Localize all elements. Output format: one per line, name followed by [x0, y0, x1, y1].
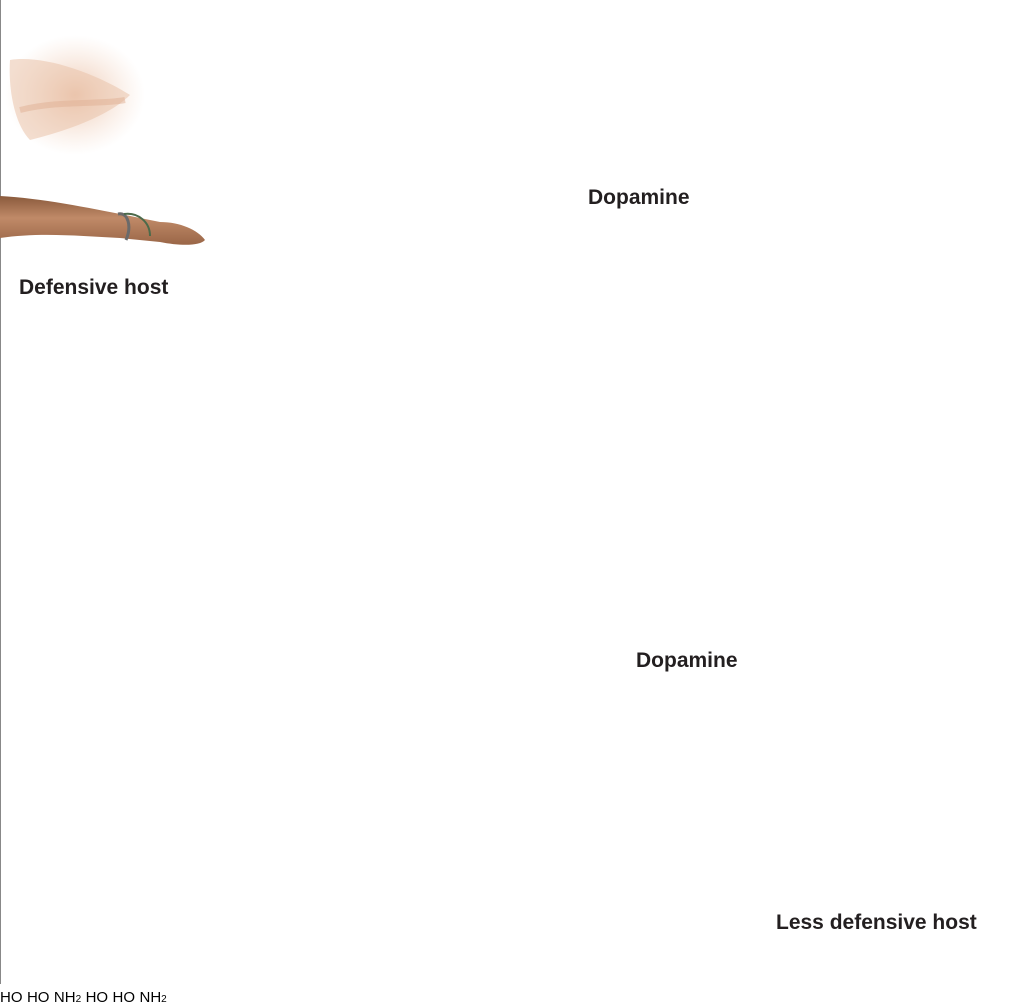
repel-arrowhead: HO HO NH2 HO HO NH2 Defensive host Dopam…	[0, 186, 977, 1006]
attract-arrowhead: HO HO NH2 HO HO NH2 Defensive host Dopam…	[0, 186, 977, 1006]
attract-arrow: HO HO NH2 HO HO NH2 Defensive host Dopam…	[0, 186, 977, 1006]
hydroxyl-label-top-1: HO	[0, 989, 23, 1006]
less-defensive-host-label: Less defensive host	[776, 911, 977, 934]
repel-arrow: HO HO NH2 HO HO NH2 Defensive host Dopam…	[0, 186, 977, 1006]
dopamine-structure-blocked: HO HO NH2	[0, 989, 86, 1006]
amine-label-bottom: NH2	[139, 989, 167, 1006]
diagram-canvas: HO HO NH2 HO HO NH2 Defensive host Dopam…	[0, 0, 977, 1006]
dopamine-structure: HO HO NH2	[86, 989, 167, 1006]
defensive-host-label: Defensive host	[19, 276, 169, 299]
approach-arrowhead: HO HO NH2 HO HO NH2 Defensive host Dopam…	[0, 186, 977, 1006]
block-cross-b: HO HO NH2 Defensive host Dopamine Dopami…	[19, 186, 977, 1006]
zoom-line-top: HO HO NH2 HO HO NH2 Defensive host Dopam…	[0, 186, 977, 1006]
block-cross-a: HO HO NH2 Defensive host Dopamine Dopami…	[19, 186, 977, 1006]
hydroxyl-label-bottom-2: HO	[112, 989, 136, 1006]
dopamine-label-top: Dopamine	[588, 186, 690, 209]
amine-label-top: NH2	[53, 989, 82, 1006]
hydroxyl-label-bottom-1: HO	[85, 989, 109, 1006]
zoom-line-bottom: HO HO NH2 HO HO NH2 Defensive host Dopam…	[0, 186, 977, 1006]
dopamine-label-bottom: Dopamine	[636, 649, 738, 672]
blocked-link: HO HO NH2 HO HO NH2 Defensive host Dopam…	[0, 186, 977, 1006]
approach-arrow: HO HO NH2 HO HO NH2 Defensive host Dopam…	[0, 186, 977, 1006]
dopamine-link: HO HO NH2 HO HO NH2 Defensive host Dopam…	[0, 186, 977, 1006]
hydroxyl-label-top-2: HO	[26, 989, 50, 1006]
defensive-host-illustration	[0, 35, 205, 245]
diagram-svg	[0, 0, 205, 984]
